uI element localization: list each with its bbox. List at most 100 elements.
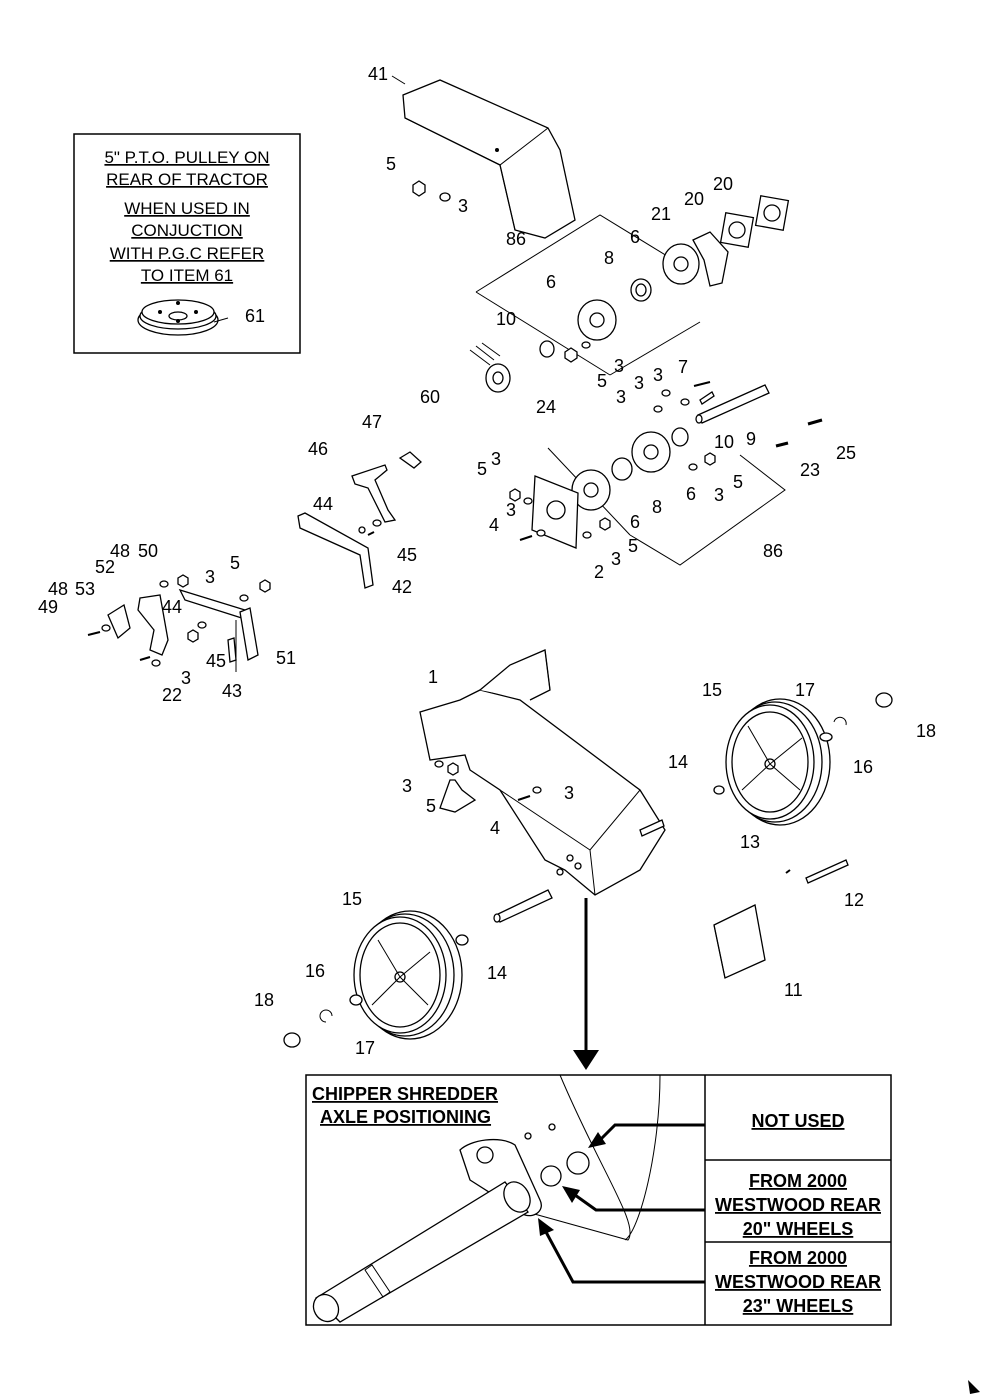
callout-14: 14 [487, 963, 507, 983]
callout-51: 51 [276, 648, 296, 668]
callout-45: 45 [206, 651, 226, 671]
callout-44: 44 [313, 494, 333, 514]
cursor-icon [968, 1380, 980, 1394]
pto-pulley-drawing [137, 299, 229, 336]
axle-option-not-used: NOT USED [751, 1111, 844, 1131]
left-linkage [87, 574, 271, 667]
callout-3: 3 [614, 356, 624, 376]
callout-3: 3 [653, 365, 663, 385]
callout-43: 43 [222, 681, 242, 701]
callout-16: 16 [305, 961, 325, 981]
callout-45: 45 [397, 545, 417, 565]
callout-11: 11 [784, 980, 803, 1000]
pto-note-line2: REAR OF TRACTOR [106, 170, 268, 189]
callout-21: 21 [651, 204, 671, 224]
pto-note-line5: WITH P.G.C REFER [110, 244, 265, 263]
callout-1: 1 [428, 667, 438, 687]
callout-3: 3 [181, 668, 191, 688]
wheel-upper [713, 692, 893, 884]
callout-48: 48 [48, 579, 68, 599]
lever-assembly [297, 451, 422, 589]
callout-14: 14 [668, 752, 688, 772]
callout-22: 22 [162, 685, 182, 705]
callout-15: 15 [702, 680, 722, 700]
callout-20: 20 [684, 189, 704, 209]
callout-3: 3 [506, 500, 516, 520]
axle-positioning-box: CHIPPER SHREDDER AXLE POSITIONING [305, 1074, 892, 1326]
callout-16: 16 [853, 757, 873, 777]
axle-option-20-line3: 20" WHEELS [743, 1219, 854, 1239]
callout-48: 48 [110, 541, 130, 561]
callout-3: 3 [634, 373, 644, 393]
callout-61: 61 [245, 306, 265, 326]
callout-5: 5 [426, 796, 436, 816]
callout-44: 44 [162, 597, 182, 617]
callout-5: 5 [733, 472, 743, 492]
callouts: 41 5 3 86 6 8 6 21 20 20 10 3 5 60 24 7 … [38, 64, 936, 1058]
callout-13: 13 [740, 832, 760, 852]
pulley-24 [469, 342, 511, 393]
axle-option-23-line1: FROM 2000 [749, 1248, 847, 1268]
callout-17: 17 [355, 1038, 375, 1058]
pto-note-line4: CONJUCTION [131, 221, 242, 240]
axle-arrow [573, 898, 599, 1070]
callout-23: 23 [800, 460, 820, 480]
callout-3: 3 [611, 549, 621, 569]
callout-46: 46 [308, 439, 328, 459]
axle-drawing [312, 1074, 661, 1323]
pto-note-box: 5" P.T.O. PULLEY ON REAR OF TRACTOR WHEN… [73, 133, 301, 354]
cover-11 [713, 904, 766, 979]
callout-3: 3 [205, 567, 215, 587]
axle-title-line1: CHIPPER SHREDDER [312, 1084, 498, 1104]
callout-47: 47 [362, 412, 382, 432]
discharge-chute [402, 79, 576, 239]
callout-86: 86 [763, 541, 783, 561]
callout-8: 8 [604, 248, 614, 268]
axle-option-20-line2: WESTWOOD REAR [715, 1195, 881, 1215]
pto-note-line1: 5" P.T.O. PULLEY ON [104, 148, 269, 167]
axle-pointers [538, 1123, 705, 1284]
callout-52: 52 [95, 557, 115, 577]
callout-20: 20 [713, 174, 733, 194]
callout-42: 42 [392, 577, 412, 597]
callout-25: 25 [836, 443, 856, 463]
callout-41: 41 [368, 64, 388, 84]
callout-3: 3 [714, 485, 724, 505]
callout-4: 4 [490, 818, 500, 838]
callout-50: 50 [138, 541, 158, 561]
callout-5: 5 [597, 371, 607, 391]
callout-7: 7 [678, 357, 688, 377]
callout-3: 3 [458, 196, 468, 216]
axle-option-23-line2: WESTWOOD REAR [715, 1272, 881, 1292]
callout-10: 10 [496, 309, 516, 329]
callout-3: 3 [564, 783, 574, 803]
axle-option-20-line1: FROM 2000 [749, 1171, 847, 1191]
callout-49: 49 [38, 597, 58, 617]
callout-18: 18 [254, 990, 274, 1010]
hardware-parts [412, 180, 823, 549]
callout-18: 18 [916, 721, 936, 741]
callout-6: 6 [630, 512, 640, 532]
callout-4: 4 [489, 515, 499, 535]
callout-10: 10 [714, 432, 734, 452]
callout-53: 53 [75, 579, 95, 599]
callout-5: 5 [628, 536, 638, 556]
callout-3: 3 [616, 387, 626, 407]
callout-3: 3 [402, 776, 412, 796]
callout-17: 17 [795, 680, 815, 700]
callout-5: 5 [230, 553, 240, 573]
axle-option-23-line3: 23" WHEELS [743, 1296, 854, 1316]
axle-title-line2: AXLE POSITIONING [320, 1107, 491, 1127]
callout-2: 2 [594, 562, 604, 582]
main-frame [419, 649, 666, 923]
callout-6: 6 [686, 484, 696, 504]
callout-8: 8 [652, 497, 662, 517]
callout-12: 12 [844, 890, 864, 910]
callout-5: 5 [477, 459, 487, 479]
callout-15: 15 [342, 889, 362, 909]
callout-6: 6 [630, 227, 640, 247]
callout-6: 6 [546, 272, 556, 292]
pto-note-line3: WHEN USED IN [124, 199, 250, 218]
callout-9: 9 [746, 429, 756, 449]
